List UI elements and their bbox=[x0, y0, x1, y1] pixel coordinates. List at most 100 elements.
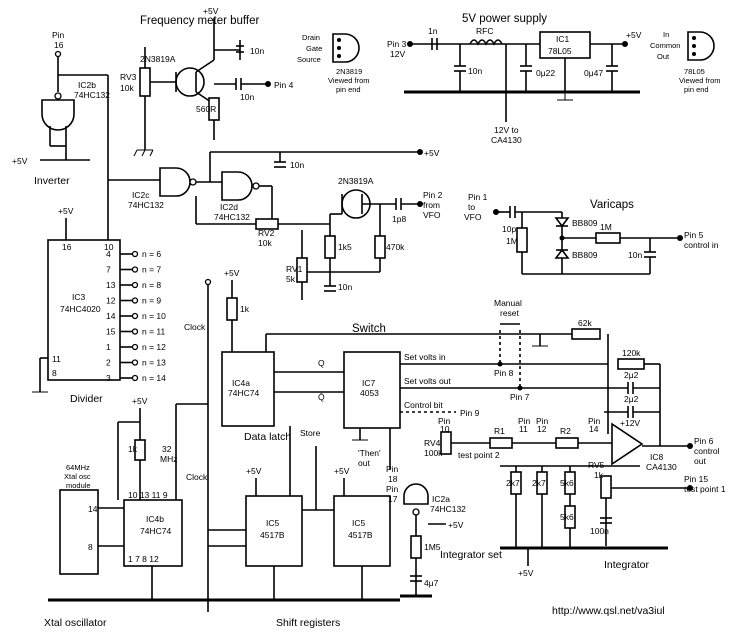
rv4-value: 100k bbox=[424, 448, 443, 458]
test-point2-label: test point 2 bbox=[458, 450, 500, 460]
ic2b-type: 74HC132 bbox=[74, 90, 110, 100]
ic5a-type: 4517B bbox=[260, 530, 285, 540]
ic4b-type: 74HC74 bbox=[140, 526, 171, 536]
ic4b-pins-bot: 1 7 8 12 bbox=[128, 554, 159, 564]
ic2c-label: IC2c bbox=[132, 190, 150, 200]
clock-label-2: Clock bbox=[186, 472, 208, 482]
pin1-to: to bbox=[468, 202, 475, 212]
divider-output-terminal[interactable] bbox=[131, 312, 139, 320]
r1k5-label: 1k5 bbox=[338, 242, 352, 252]
divider-output-label: n = 12 bbox=[142, 342, 166, 352]
c4u7-label: 4μ7 bbox=[424, 578, 439, 588]
rv3-resistor bbox=[139, 67, 151, 97]
sr2-5v: +5V bbox=[334, 466, 350, 476]
c10n-b-label: 10n bbox=[240, 92, 254, 102]
varicaps: Varicaps Pin 1 to VFO 10p 1M BB809 BB809… bbox=[464, 192, 719, 275]
pin2-vfo: VFO bbox=[423, 210, 441, 220]
pin4-label: Pin 4 bbox=[274, 80, 294, 90]
pin10-num: 10 bbox=[440, 424, 450, 434]
manual-reset-2[interactable]: reset bbox=[500, 308, 520, 318]
pin3-volt: 12V bbox=[390, 49, 405, 59]
pin18-num: 18 bbox=[388, 474, 398, 484]
r2k7-b-label: 2k7 bbox=[532, 478, 546, 488]
ic7-switch bbox=[343, 351, 401, 429]
divider-output-label: n = 11 bbox=[142, 327, 166, 337]
divider-output-label: n = 8 bbox=[142, 280, 161, 290]
divider-output-pin: 13 bbox=[106, 280, 116, 290]
divider-output-terminal[interactable] bbox=[131, 281, 139, 289]
divider-output-terminal[interactable] bbox=[131, 297, 139, 304]
inverter-ic2b: Pin 16 IC2b 74HC132 +5V Inverter bbox=[12, 30, 110, 240]
bb809-b-label: BB809 bbox=[572, 250, 598, 260]
ic4b-flipflop bbox=[123, 499, 183, 567]
c10n-c-label: 10n bbox=[468, 66, 482, 76]
shift-registers-title: Shift registers bbox=[276, 617, 340, 629]
pin6-control: control bbox=[694, 446, 720, 456]
inverter-title: Inverter bbox=[34, 175, 70, 187]
osc-label-1: 64MHz bbox=[66, 463, 90, 472]
reg-common-label: Common bbox=[650, 41, 680, 50]
data-latch: +5V 1k IC4a 74HC74 Q Q̄ Clock Clock Stor… bbox=[184, 268, 540, 612]
r2k7-a-label: 2k7 bbox=[506, 478, 520, 488]
pin9-label: Pin 9 bbox=[460, 408, 480, 418]
pin11-label: Pin bbox=[518, 416, 531, 426]
divider-5v: +5V bbox=[58, 206, 74, 216]
ic2a-type: 74HC132 bbox=[430, 504, 466, 514]
ic4b-label: IC4b bbox=[146, 514, 164, 524]
divider-output-pin: 2 bbox=[106, 358, 111, 368]
pin6-label: Pin 6 bbox=[694, 436, 714, 446]
ca4130-to-1: 12V to bbox=[494, 125, 519, 135]
divider-output-terminal[interactable] bbox=[131, 266, 139, 273]
divider-output-terminal[interactable] bbox=[131, 250, 139, 258]
pin8-label: Pin 8 bbox=[494, 368, 514, 378]
pin17-label: Pin bbox=[386, 484, 399, 494]
c10p-label: 10p bbox=[502, 224, 516, 234]
divider-output-terminal[interactable] bbox=[131, 328, 139, 335]
rv1-resistor bbox=[296, 257, 308, 283]
divider-output-terminal[interactable] bbox=[131, 359, 139, 366]
divider-output-terminal[interactable] bbox=[131, 343, 139, 351]
divider-output-pin: 15 bbox=[106, 327, 116, 337]
ic4a-type: 74HC74 bbox=[228, 388, 259, 398]
pin7-label: Pin 7 bbox=[510, 392, 530, 402]
qbar-label: Q̄ bbox=[318, 392, 325, 402]
c10n-f-label: 10n bbox=[628, 250, 642, 260]
rv3-label: RV3 bbox=[120, 72, 137, 82]
rv2-label: RV2 bbox=[258, 228, 275, 238]
sr1-5v: +5V bbox=[246, 466, 262, 476]
c0u47-label: 0μ47 bbox=[584, 68, 603, 78]
divider-output-label: n = 9 bbox=[142, 296, 161, 306]
source-url[interactable]: http://www.qsl.net/va3iul bbox=[552, 605, 665, 617]
store-label: Store bbox=[300, 428, 321, 438]
fet-source-label: Source bbox=[297, 55, 321, 64]
ic5-register-2 bbox=[333, 495, 391, 567]
switch-ic7: Switch IC7 4053 Set volts in Set volts o… bbox=[343, 298, 608, 470]
ic2c-gate bbox=[159, 167, 191, 197]
pin17-num: 17 bbox=[388, 494, 398, 504]
rv4-resistor bbox=[440, 431, 452, 455]
reg-caption-2: Viewed from bbox=[679, 76, 721, 85]
c2u2-a-label: 2μ2 bbox=[624, 370, 639, 380]
r1m-a-label: 1M bbox=[506, 236, 518, 246]
ic8-12v: +12V bbox=[620, 418, 640, 428]
c10n-d-label: 10n bbox=[290, 160, 304, 170]
vfo-buffer: 2N3819A 1k5 1p8 Pin 2 from VFO 470k RV1 … bbox=[286, 176, 443, 300]
ic4b-pins-top: 10 13 11 9 bbox=[128, 490, 168, 500]
pin12-label: Pin bbox=[536, 416, 549, 426]
pin18-label: Pin bbox=[386, 464, 399, 474]
freq-buffer-5v: +5V bbox=[203, 6, 219, 16]
ic2d-label: IC2d bbox=[220, 202, 238, 212]
divider-output-pin: 3 bbox=[106, 373, 111, 383]
regulator-pinout: In Common Out 78L05 Viewed from pin end bbox=[650, 30, 721, 94]
divider-output-pin: 7 bbox=[106, 265, 111, 275]
then-out-2: out bbox=[358, 458, 370, 468]
divider-output-pin: 1 bbox=[106, 342, 111, 352]
divider-output-terminal[interactable] bbox=[131, 374, 139, 382]
frequency-meter-buffer: Frequency meter buffer 2N3819A RV3 10k +… bbox=[120, 6, 294, 157]
data-latch-title: Data latch bbox=[244, 431, 291, 443]
gates-5v: +5V bbox=[424, 148, 440, 158]
power-supply: 5V power supply Pin 3 12V 1n RFC IC1 78L… bbox=[387, 13, 642, 145]
ic2a-5v: +5V bbox=[448, 520, 464, 530]
r1k-b-label: 1k bbox=[128, 444, 138, 454]
manual-reset-1[interactable]: Manual bbox=[494, 298, 522, 308]
